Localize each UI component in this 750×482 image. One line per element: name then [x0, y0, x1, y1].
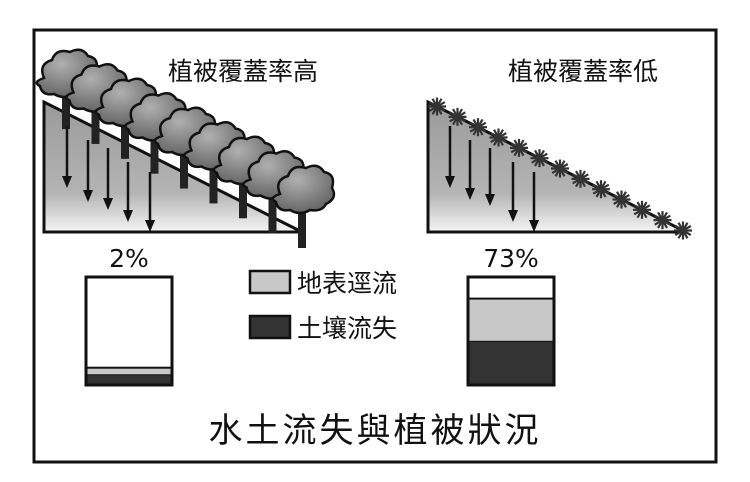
- rain-infiltration-arrow-icon: [123, 162, 133, 222]
- grass-tuft-icon: [489, 128, 508, 147]
- tree-trunk: [121, 101, 129, 159]
- grass-blade: [674, 225, 692, 236]
- grass-tuft-icon: [592, 180, 610, 199]
- legend-label-soil-loss: 土壤流失: [297, 314, 397, 343]
- percent-high: 2%: [109, 244, 149, 273]
- grass-tuft-icon: [674, 221, 692, 240]
- grass-blade: [613, 194, 630, 205]
- stack-bar-high: [84, 275, 174, 387]
- tree-crown: [271, 164, 336, 215]
- rain-infiltration-arrow-icon: [508, 162, 518, 222]
- rain-infiltration-arrow-icon: [485, 148, 495, 206]
- arrow-head: [445, 176, 455, 188]
- tree-icon: [271, 164, 336, 248]
- tree-trunk: [298, 188, 306, 248]
- diagram-title: 水土流失與植被狀況: [209, 411, 542, 451]
- arrow-head: [62, 176, 72, 188]
- grass-blade: [469, 121, 487, 133]
- bar-low-outline: [466, 275, 556, 387]
- grass-blade: [531, 152, 548, 164]
- frame-border: [32, 28, 718, 464]
- tree-trunk: [91, 86, 100, 144]
- rain-infiltration-arrow-icon: [529, 172, 539, 232]
- grass-blade: [428, 101, 446, 112]
- grass-blade: [551, 163, 569, 174]
- bar-high-soil-loss-segment: [86, 375, 172, 385]
- grass-tuft-icon: [653, 211, 672, 230]
- arrow-head: [123, 210, 133, 222]
- grass-tuft-icon: [530, 149, 549, 168]
- panel-low-vegetation: 植被覆蓋率低 73%: [426, 57, 692, 387]
- rain-infiltration-arrow-icon: [83, 140, 93, 202]
- tree-trunk: [239, 159, 247, 219]
- bar-low-soil-loss-segment: [468, 341, 554, 385]
- grass-tuft-icon: [428, 97, 446, 116]
- grass-tuft-icon: [448, 107, 467, 126]
- arrow-head: [103, 198, 113, 210]
- grass-blade: [510, 142, 528, 154]
- legend-swatch-runoff: [248, 269, 292, 295]
- percent-low: 73%: [483, 244, 539, 273]
- tree-trunk: [180, 130, 188, 189]
- grass-blade: [654, 214, 671, 226]
- tree-trunk: [150, 115, 159, 174]
- grass-tuft-icon: [551, 159, 569, 178]
- arrow-head: [145, 220, 155, 232]
- arrow-head: [83, 190, 93, 202]
- tree-trunk: [62, 72, 70, 130]
- arrow-head: [508, 210, 518, 222]
- grass-blade: [592, 183, 610, 195]
- stack-bar-low: [466, 275, 556, 387]
- label-low-coverage: 植被覆蓋率低: [508, 57, 658, 86]
- arrow-head: [529, 220, 539, 232]
- legend-swatch-soil-loss: [248, 314, 292, 340]
- legend: 地表逕流 土壤流失: [248, 269, 397, 343]
- grass-tuft-icon: [571, 169, 590, 188]
- bar-low-runoff-segment: [467, 297, 555, 343]
- panel-high-vegetation: 植被覆蓋率高 2%: [35, 48, 336, 387]
- grass-blade: [449, 111, 466, 123]
- grass-tuft-icon: [612, 190, 631, 209]
- rain-infiltration-arrow-icon: [145, 172, 155, 232]
- grass-tuft-icon: [469, 118, 487, 137]
- label-high-coverage: 植被覆蓋率高: [168, 57, 318, 86]
- rain-infiltration-arrow-icon: [62, 126, 72, 188]
- rain-infiltration-arrow-icon: [445, 126, 455, 188]
- grass-blade: [633, 204, 651, 216]
- legend-label-runoff: 地表逕流: [297, 269, 397, 298]
- arrow-head: [485, 194, 495, 206]
- tree-trunk: [209, 144, 218, 204]
- grass-tuft-icon: [510, 138, 528, 157]
- arrow-head: [465, 188, 475, 200]
- grass-blade: [490, 132, 507, 143]
- grass-blade: [572, 173, 589, 185]
- rain-infiltration-arrow-icon: [103, 148, 113, 210]
- tree-trunk: [268, 173, 277, 234]
- bar-high-outline: [84, 275, 174, 387]
- rain-infiltration-arrow-icon: [465, 140, 475, 200]
- bar-high-runoff-segment: [85, 366, 173, 377]
- grass-tuft-icon: [633, 200, 651, 219]
